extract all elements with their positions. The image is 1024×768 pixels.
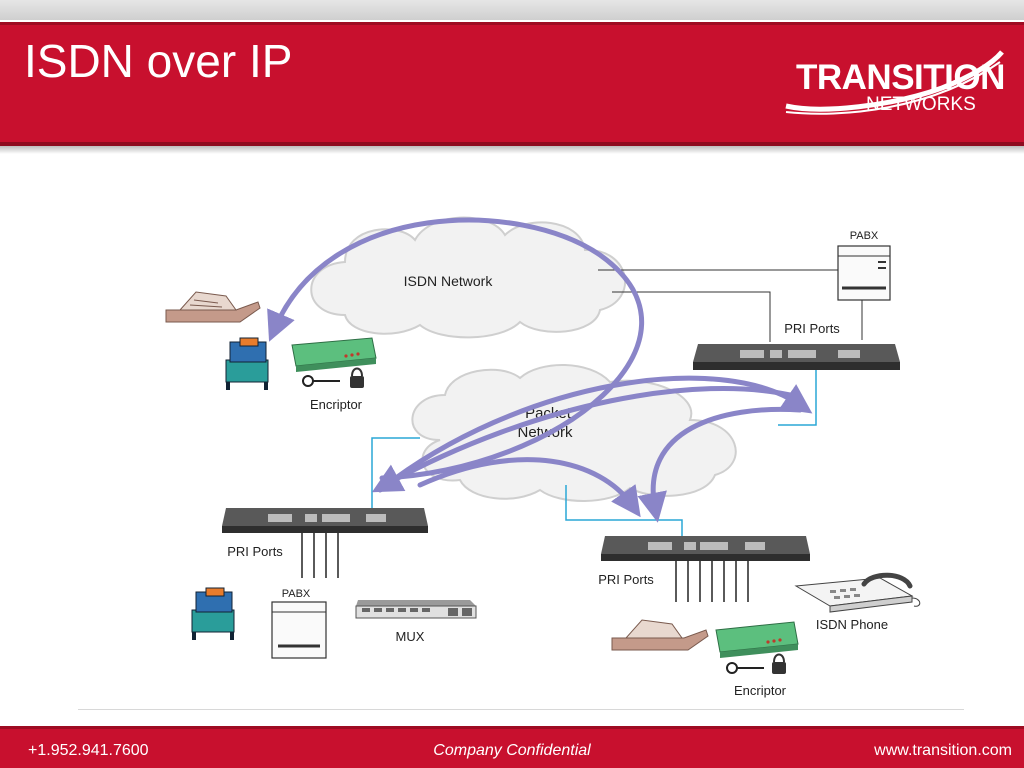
pri-router-right: PRI Ports <box>598 536 810 602</box>
pbx-top-label: PABX <box>850 230 879 242</box>
isdn-network-label: ISDN Network <box>404 273 494 289</box>
footer-bar: +1.952.941.7600 Company Confidential www… <box>0 726 1024 768</box>
isdn-terminal-top-icon <box>225 337 269 390</box>
encriptor-top-label: Encriptor <box>310 397 363 412</box>
encriptor-bottom-label: Encriptor <box>734 683 787 698</box>
pri-right-label: PRI Ports <box>598 572 654 587</box>
footer-rule <box>78 709 964 710</box>
logo-main-text: TRANSITION <box>796 58 1005 97</box>
logo-sub-text: NETWORKS <box>866 94 976 115</box>
mux-device: MUX <box>355 600 477 644</box>
pbx-bottom-label: PABX <box>282 588 311 600</box>
pri-top-label: PRI Ports <box>784 321 840 336</box>
pbx-bottom-device: PABX <box>271 588 327 659</box>
pri-router-top: PRI Ports <box>693 321 900 370</box>
pri-left-label: PRI Ports <box>227 544 283 559</box>
call-path-arrows <box>267 217 813 523</box>
footer-phone: +1.952.941.7600 <box>28 742 149 759</box>
encriptor-top-device: Encriptor <box>291 337 377 412</box>
footer-confidential: Company Confidential <box>433 742 591 759</box>
fax-machine-top-icon <box>165 291 261 323</box>
encriptor-bottom-device: Encriptor <box>715 621 799 698</box>
logo-swoosh-icon <box>785 50 1004 115</box>
footer-url[interactable]: www.transition.com <box>874 742 1012 759</box>
mux-label: MUX <box>396 629 425 644</box>
isdn-terminal-bottom-icon <box>191 587 235 640</box>
key-lock-icon <box>302 367 364 388</box>
slide-title: ISDN over IP <box>24 35 293 87</box>
header-bar <box>0 22 1024 146</box>
isdn-network-cloud: ISDN Network <box>310 216 627 339</box>
isdn-phone-device: ISDN Phone <box>794 572 921 632</box>
transition-networks-logo: TRANSITION NETWORKS <box>782 48 1005 120</box>
fax-machine-bottom-icon <box>611 619 709 651</box>
top-strip <box>0 0 1024 20</box>
header-shadow <box>0 146 1024 154</box>
isdn-phone-label: ISDN Phone <box>816 617 888 632</box>
key-lock-icon <box>726 653 786 674</box>
pri-router-left: PRI Ports <box>222 508 428 578</box>
pbx-top-device: PABX <box>837 230 891 301</box>
